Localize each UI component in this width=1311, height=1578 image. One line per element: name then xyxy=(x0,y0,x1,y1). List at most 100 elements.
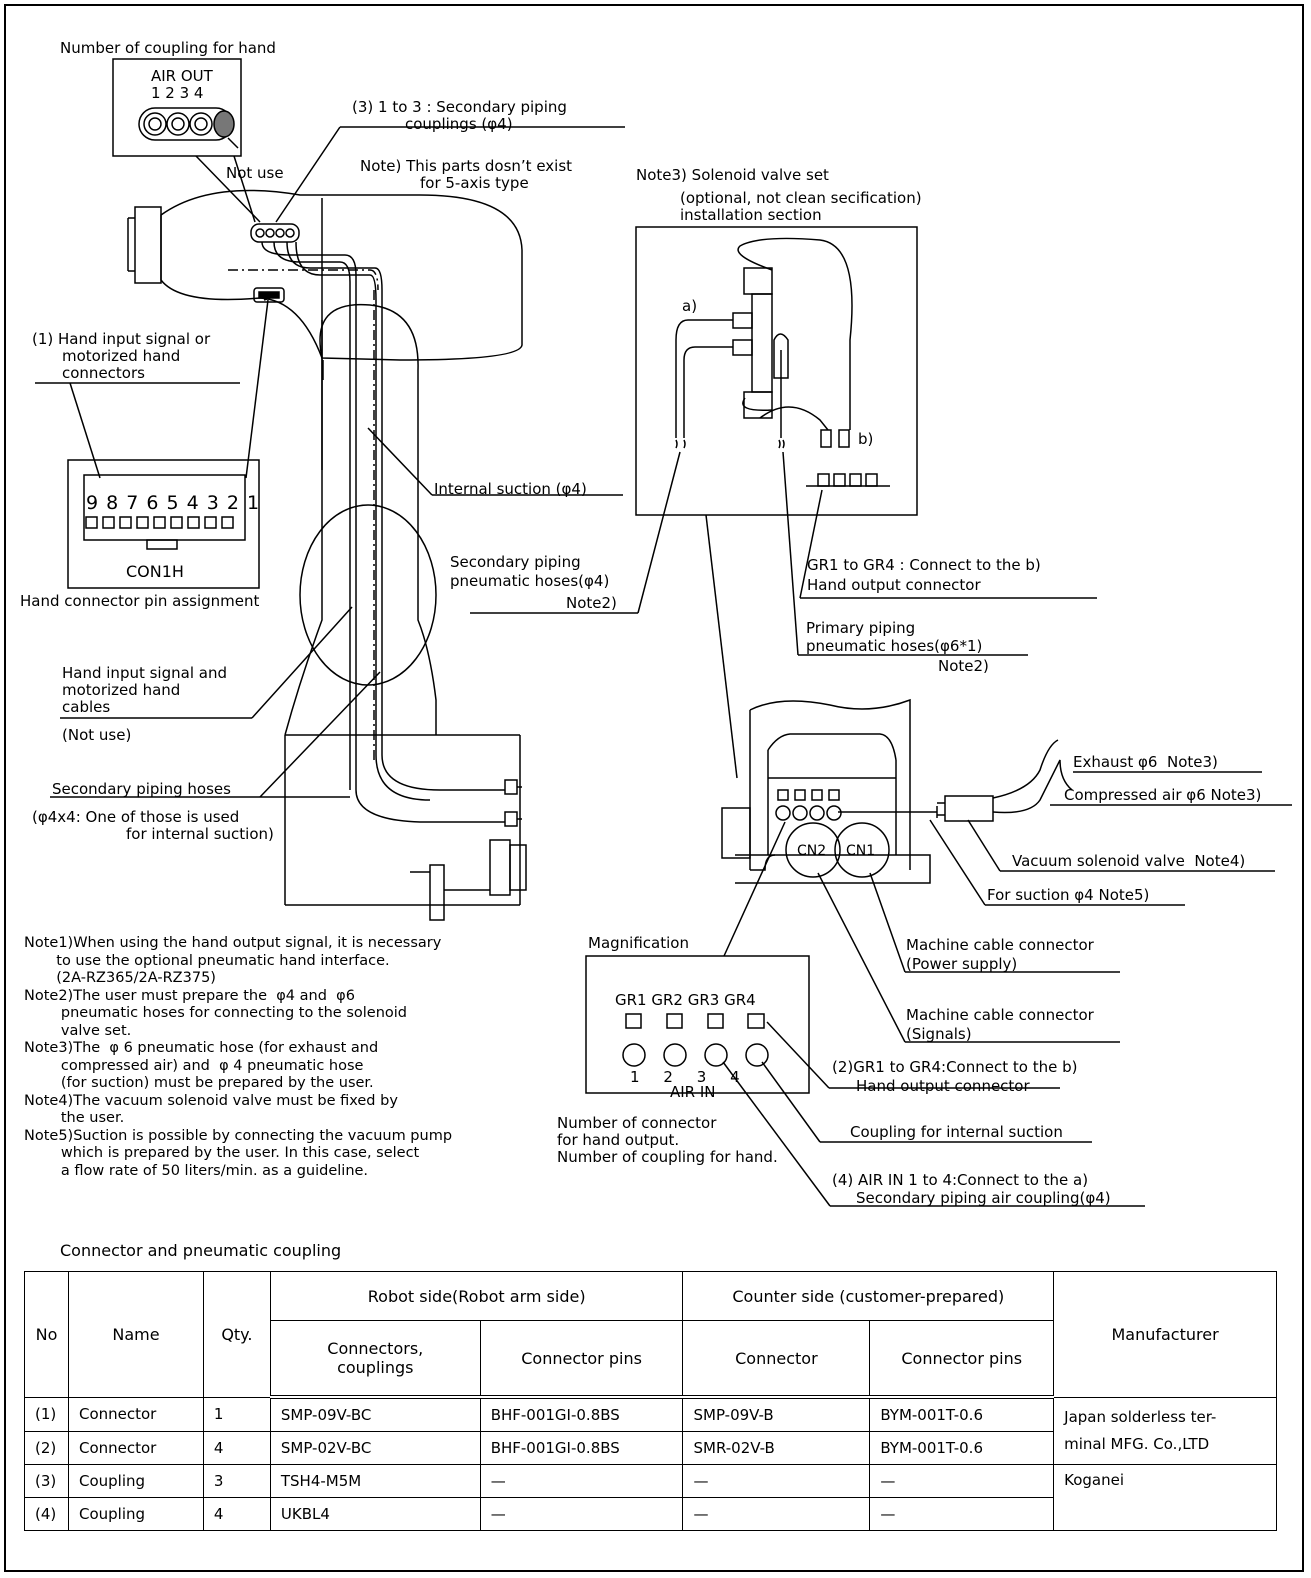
secondary-couplings-label: (3) 1 to 3 : Secondary piping xyxy=(352,98,567,116)
note-5axis-2: for 5-axis type xyxy=(420,174,529,192)
col-name: Name xyxy=(67,1271,204,1398)
hand-input-label-3: connectors xyxy=(62,364,145,382)
table-row: (1) Connector 1 SMP-09V-BC BHF-001GI-0.8… xyxy=(24,1396,1277,1465)
note-5axis: Note) This parts dosn’t exist xyxy=(360,157,573,175)
col-manufacturer: Manufacturer xyxy=(1053,1271,1277,1398)
note-line: to use the optional pneumatic hand inter… xyxy=(24,952,390,969)
magnification-label: Magnification xyxy=(588,934,689,952)
col-connectors-couplings: Connectors, couplings xyxy=(269,1320,481,1399)
primary-pneumatic-label: Primary piping xyxy=(806,619,916,637)
col-no: No xyxy=(24,1271,69,1398)
for-suction-label: For suction φ4 Note5) xyxy=(987,886,1150,904)
secondary-hoses-label-2: (φ4x4: One of those is used xyxy=(32,808,240,826)
cell: Connector xyxy=(67,1431,204,1465)
note-line: compressed air) and φ 4 pneumatic hose xyxy=(24,1057,364,1074)
col-robot-side: Robot side(Robot arm side) xyxy=(269,1271,684,1321)
num-connector-label-2: for hand output. xyxy=(557,1131,680,1149)
col-connector-pins: Connector pins xyxy=(479,1320,684,1399)
note2-label: Note2) xyxy=(566,594,617,612)
cell: UKBL4 xyxy=(269,1497,481,1531)
note-line: Note5)Suction is possible by connecting … xyxy=(24,1127,453,1144)
gr-connectors xyxy=(622,1013,769,1067)
gr-connect-b-label: GR1 to GR4 : Connect to the b) xyxy=(807,556,1041,574)
hand-cables-label-2: motorized hand xyxy=(62,681,181,699)
note-line: Note1)When using the hand output signal,… xyxy=(24,935,442,951)
cell: Connector xyxy=(67,1396,204,1432)
cell: SMP-09V-B xyxy=(682,1396,871,1432)
signal-cable-label: Machine cable connector xyxy=(906,1006,1094,1024)
con1h-label: CON1H xyxy=(126,562,184,581)
secondary-hoses-label: Secondary piping hoses xyxy=(52,780,231,798)
cell: — xyxy=(479,1497,684,1531)
pin-numbers: 9 8 7 6 5 4 3 2 1 xyxy=(86,492,261,514)
gr-connect-2-label-2: Hand output connector xyxy=(856,1077,1030,1095)
coupling-title: Number of coupling for hand xyxy=(60,39,276,57)
robot-piping-diagram xyxy=(35,58,1292,1207)
note-line: the user. xyxy=(24,1110,125,1126)
table-caption: Connector and pneumatic coupling xyxy=(60,1241,342,1260)
note-line: (2A-RZ365/2A-RZ375) xyxy=(24,970,216,986)
cell: (1) xyxy=(24,1396,69,1432)
cell: SMP-02V-BC xyxy=(269,1431,481,1465)
table-row: (2) Connector 4 SMP-02V-BC BHF-001GI-0.8… xyxy=(24,1431,1277,1465)
cell: SMR-02V-B xyxy=(682,1431,871,1465)
air-out-box xyxy=(112,58,242,157)
table-row: (4) Coupling 4 UKBL4 — — — xyxy=(24,1497,1277,1531)
cell: BHF-001GI-0.8BS xyxy=(479,1431,684,1465)
pin-assignment-label: Hand connector pin assignment xyxy=(20,592,260,610)
air-in-4-label-2: Secondary piping air coupling(φ4) xyxy=(856,1189,1111,1207)
connector-table: No Name Qty. Robot side(Robot arm side) … xyxy=(24,1271,1277,1531)
exhaust-label: Exhaust φ6 Note3) xyxy=(1073,753,1218,771)
cell: (2) xyxy=(24,1431,69,1465)
gr-connect-2-label: (2)GR1 to GR4:Connect to the b) xyxy=(832,1058,1078,1076)
secondary-pneumatic-label: Secondary piping xyxy=(450,553,581,571)
note-line: Note3)The φ 6 pneumatic hose (for exhaus… xyxy=(24,1040,379,1056)
cell: SMP-09V-BC xyxy=(269,1396,481,1432)
primary-pneumatic-label-2: pneumatic hoses(φ6*1) xyxy=(806,637,983,655)
cell: — xyxy=(682,1464,871,1498)
coupling-internal-label: Coupling for internal suction xyxy=(850,1123,1063,1141)
cell: 4 xyxy=(202,1431,271,1465)
air-out-couplings xyxy=(138,107,235,141)
cn1-label: CN1 xyxy=(846,843,876,859)
not-use-label: Not use xyxy=(226,164,284,182)
gr-connect-b-label-2: Hand output connector xyxy=(807,576,981,594)
solenoid-valve xyxy=(675,237,890,487)
note-line: Note4)The vacuum solenoid valve must be … xyxy=(24,1092,398,1109)
cell: BYM-001T-0.6 xyxy=(869,1431,1055,1465)
page-frame xyxy=(4,4,1304,1572)
secondary-hoses-label-3: for internal suction) xyxy=(126,825,274,843)
cell: Coupling xyxy=(67,1464,204,1498)
power-cable-label-2: (Power supply) xyxy=(906,955,1018,973)
cell: (3) xyxy=(24,1464,69,1498)
gr-row-label: GR1 GR2 GR3 GR4 xyxy=(615,991,756,1009)
air-in-numbers: 1 2 3 4 xyxy=(630,1068,740,1086)
cell: — xyxy=(869,1497,1055,1531)
col-qty: Qty. xyxy=(202,1271,271,1398)
num-connector-label: Number of connector xyxy=(557,1114,717,1132)
hand-cables-label-3: cables xyxy=(62,698,111,716)
controller xyxy=(721,698,1292,1043)
cell: Coupling xyxy=(67,1497,204,1531)
note-line: Note2)The user must prepare the φ4 and φ… xyxy=(24,987,355,1004)
secondary-couplings-label-2: couplings (φ4) xyxy=(405,115,513,133)
air-out-numbers: 1 2 3 4 xyxy=(151,84,204,102)
col-connector-pins-counter: Connector pins xyxy=(869,1320,1055,1399)
hand-input-label: (1) Hand input signal or xyxy=(32,330,211,348)
air-in-4-label: (4) AIR IN 1 to 4:Connect to the a) xyxy=(832,1171,1089,1189)
note-line: valve set. xyxy=(24,1022,132,1039)
cell: 1 xyxy=(202,1396,271,1432)
cell: BYM-001T-0.6 xyxy=(869,1396,1055,1432)
note-line: which is prepared by the user. In this c… xyxy=(24,1145,420,1161)
manufacturer-cell: Koganei xyxy=(1053,1464,1277,1531)
power-cable-label: Machine cable connector xyxy=(906,936,1094,954)
air-out-label: AIR OUT xyxy=(151,67,213,85)
note-line: (for suction) must be prepared by the us… xyxy=(24,1075,374,1091)
col-connector: Connector xyxy=(682,1320,871,1399)
vacuum-valve-label: Vacuum solenoid valve Note4) xyxy=(1012,852,1246,870)
cell: — xyxy=(682,1497,871,1531)
compressed-air-label: Compressed air φ6 Note3) xyxy=(1064,786,1262,804)
solenoid-label-2: (optional, not clean secification) xyxy=(680,189,922,207)
secondary-pneumatic-label-2: pneumatic hoses(φ4) xyxy=(450,572,610,590)
note2-label-primary: Note2) xyxy=(938,657,989,675)
